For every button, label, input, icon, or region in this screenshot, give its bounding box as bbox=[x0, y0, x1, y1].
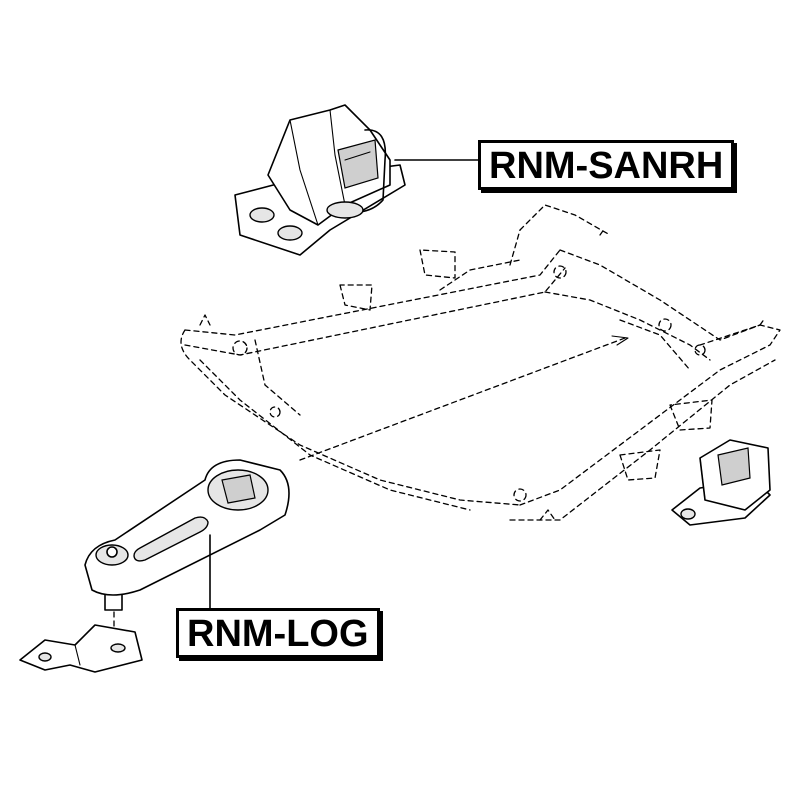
lower-mount-label: RNM-LOG bbox=[176, 608, 380, 658]
lower-bracket bbox=[19, 624, 143, 673]
right-side-mount bbox=[671, 439, 771, 526]
upper-engine-mount bbox=[234, 104, 406, 256]
lower-torque-rod bbox=[84, 459, 290, 641]
subframe-outline bbox=[180, 204, 781, 521]
upper-mount-label: RNM-SANRH bbox=[478, 140, 735, 190]
